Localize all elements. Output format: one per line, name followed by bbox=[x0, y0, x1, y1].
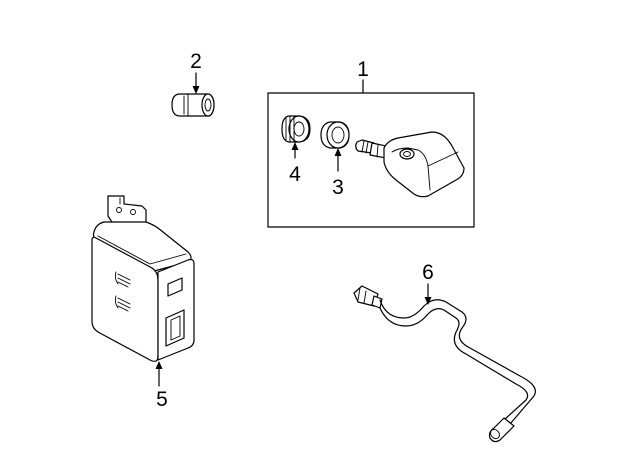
callout-3: 3 bbox=[332, 176, 344, 199]
part-5-control-module bbox=[91, 195, 195, 362]
part-1-kit-box bbox=[267, 92, 475, 228]
tpms-sensor bbox=[355, 131, 465, 198]
callout-4: 4 bbox=[289, 163, 301, 186]
part-4-nut bbox=[281, 115, 311, 143]
callout-2: 2 bbox=[190, 50, 202, 73]
part-6-wire-harness bbox=[353, 285, 536, 443]
callout-1: 1 bbox=[357, 58, 369, 81]
callout-6: 6 bbox=[422, 261, 434, 284]
callout-5: 5 bbox=[156, 388, 168, 411]
part-3-grommet bbox=[320, 121, 350, 149]
part-2-cap bbox=[171, 93, 215, 117]
